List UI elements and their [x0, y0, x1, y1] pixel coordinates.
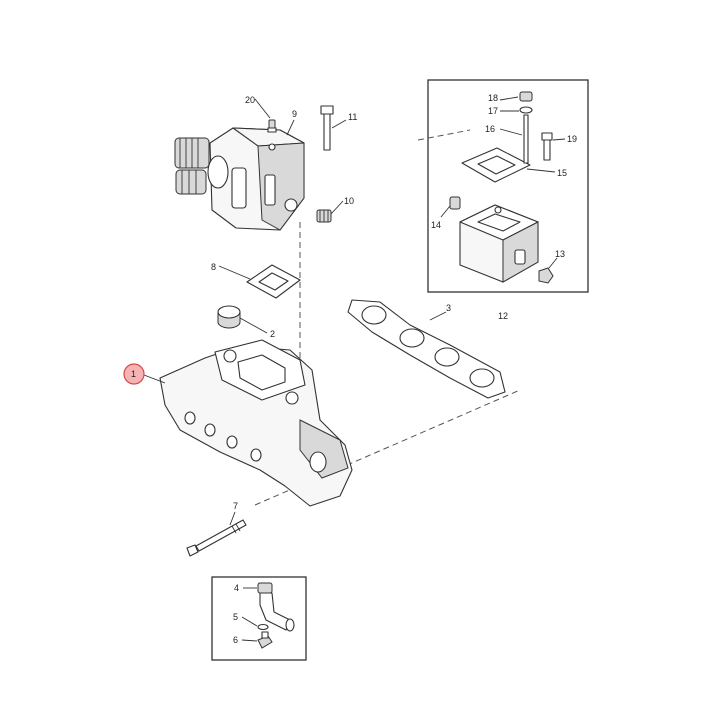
callout-20: 20	[245, 95, 255, 105]
bolt-19-part	[541, 132, 553, 161]
riser-kit-inset-frame	[427, 79, 589, 293]
elbow-fitting-4-part	[257, 582, 295, 632]
exhaust-manifold-part	[159, 339, 353, 507]
riser-block-part	[459, 204, 539, 283]
callout-16: 16	[485, 124, 495, 134]
callout-6: 6	[233, 635, 238, 645]
nut-18-part	[519, 91, 533, 102]
nut-10-part	[316, 209, 332, 223]
plug-14-part	[449, 196, 461, 210]
callout-15: 15	[557, 168, 567, 178]
bolt-7-part	[186, 519, 247, 557]
callout-13: 13	[555, 249, 565, 259]
callout-12: 12	[498, 311, 508, 321]
manifold-gasket-3-part	[347, 299, 506, 399]
callout-labels: 1 2 3 4 5 6 7 8 9 10 11 12 13 14 15 16 1…	[123, 93, 577, 645]
plug-2-part	[217, 305, 241, 329]
riser-gasket-15-part	[461, 147, 531, 183]
gasket-8-part	[246, 264, 301, 299]
callout-3: 3	[446, 303, 451, 313]
callout-1: 1	[131, 369, 136, 379]
callout-1-highlight	[123, 363, 145, 385]
callout-7: 7	[233, 501, 238, 511]
plug-13-part	[538, 267, 554, 284]
callout-11: 11	[348, 112, 357, 122]
exhaust-elbow-part	[174, 127, 305, 231]
fittings-inset-frame	[211, 576, 307, 661]
leader-lines	[143, 96, 566, 642]
o-ring-5-part	[257, 623, 269, 631]
callout-2: 2	[270, 329, 275, 339]
callout-18: 18	[488, 93, 498, 103]
callout-4: 4	[234, 583, 239, 593]
fitting-6-part	[257, 631, 273, 649]
callout-19: 19	[567, 134, 577, 144]
stud-16-part	[523, 114, 529, 164]
callout-5: 5	[233, 612, 238, 622]
callout-8: 8	[211, 262, 216, 272]
plug-20-part	[267, 119, 277, 133]
callout-14: 14	[431, 220, 441, 230]
callout-17: 17	[488, 106, 498, 116]
callout-10: 10	[344, 196, 354, 206]
bolt-11-part	[320, 105, 334, 151]
callout-9: 9	[292, 109, 297, 119]
washer-17-part	[519, 106, 533, 114]
